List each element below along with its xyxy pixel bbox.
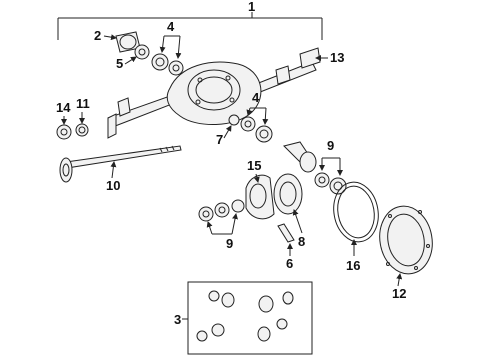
part-3-gear-kit-box — [187, 281, 313, 355]
callout-11: 11 — [76, 96, 90, 111]
callout-12: 12 — [392, 286, 406, 301]
callout-15: 15 — [247, 158, 261, 173]
callout-4-top: 4 — [167, 19, 175, 34]
callout-9-left: 9 — [226, 236, 233, 251]
pinion-gear — [283, 141, 317, 173]
callout-7: 7 — [216, 132, 223, 147]
callout-4-mid: 4 — [252, 90, 260, 105]
part-4-bearing-mid — [240, 116, 273, 143]
callout-3: 3 — [174, 312, 181, 327]
axle-housing — [107, 47, 321, 139]
part-16-gasket — [333, 181, 379, 243]
part-11-seal — [75, 123, 89, 137]
part-8-ring-gear — [273, 173, 303, 215]
callout-10: 10 — [106, 178, 120, 193]
part-6-pin — [277, 223, 295, 243]
part-9-bearing-left — [198, 199, 245, 222]
part-15-differential-case — [245, 174, 275, 220]
part-5-seal — [134, 44, 150, 60]
callout-1: 1 — [248, 0, 255, 14]
part-2-flange — [115, 31, 141, 53]
assembly-bracket — [57, 12, 323, 40]
callout-5: 5 — [116, 56, 123, 71]
callout-13: 13 — [330, 50, 344, 65]
part-9-bearing-right — [314, 172, 347, 195]
callout-8: 8 — [298, 234, 305, 249]
part-4-bearing-top — [151, 53, 184, 76]
part-12-differential-cover — [379, 205, 433, 275]
callout-2: 2 — [94, 28, 101, 43]
callout-9-right: 9 — [327, 138, 334, 153]
part-14-washer — [56, 124, 72, 140]
part-7-washer — [228, 114, 240, 126]
callout-14: 14 — [56, 100, 71, 115]
callout-16: 16 — [346, 258, 360, 273]
callout-6: 6 — [286, 256, 293, 271]
part-10-axle-shaft — [59, 145, 182, 183]
